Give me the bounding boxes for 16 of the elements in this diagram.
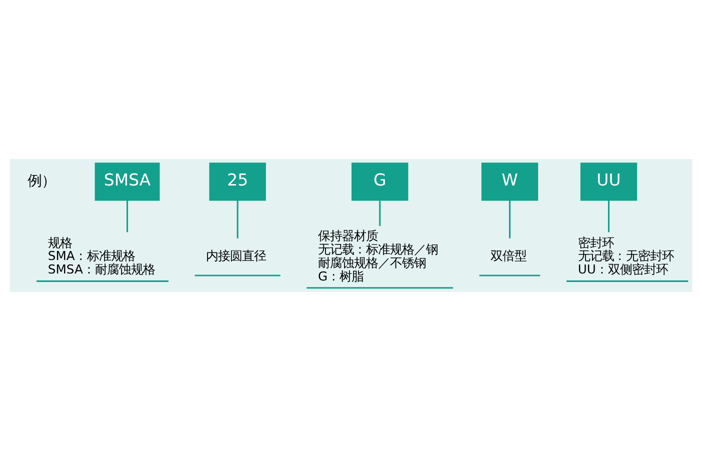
node-text: 规格 SMA : 标准规格 SMSA : 耐腐蚀规格 [48, 236, 155, 277]
node-text: 双倍型 [490, 249, 527, 264]
node-box: G [352, 162, 408, 201]
label: 例） [28, 173, 56, 190]
connector [126, 200, 128, 232]
node-text: 密封环 无记载 : 无密封环 UU : 双侧密封环 [578, 236, 674, 277]
connector [236, 200, 238, 238]
node-box: SMSA [94, 162, 160, 201]
connector [509, 200, 511, 238]
node-box: 25 [209, 162, 266, 201]
connector [608, 200, 610, 232]
node-box: UU [580, 162, 638, 201]
node-text: 内接圆直径 [206, 249, 266, 264]
node-box: W [481, 162, 538, 201]
node-text: 保持器材质 无记载 : 标准规格／钢 耐腐蚀规格／不锈钢 G : 树脂 [318, 229, 438, 284]
connector [379, 200, 381, 226]
